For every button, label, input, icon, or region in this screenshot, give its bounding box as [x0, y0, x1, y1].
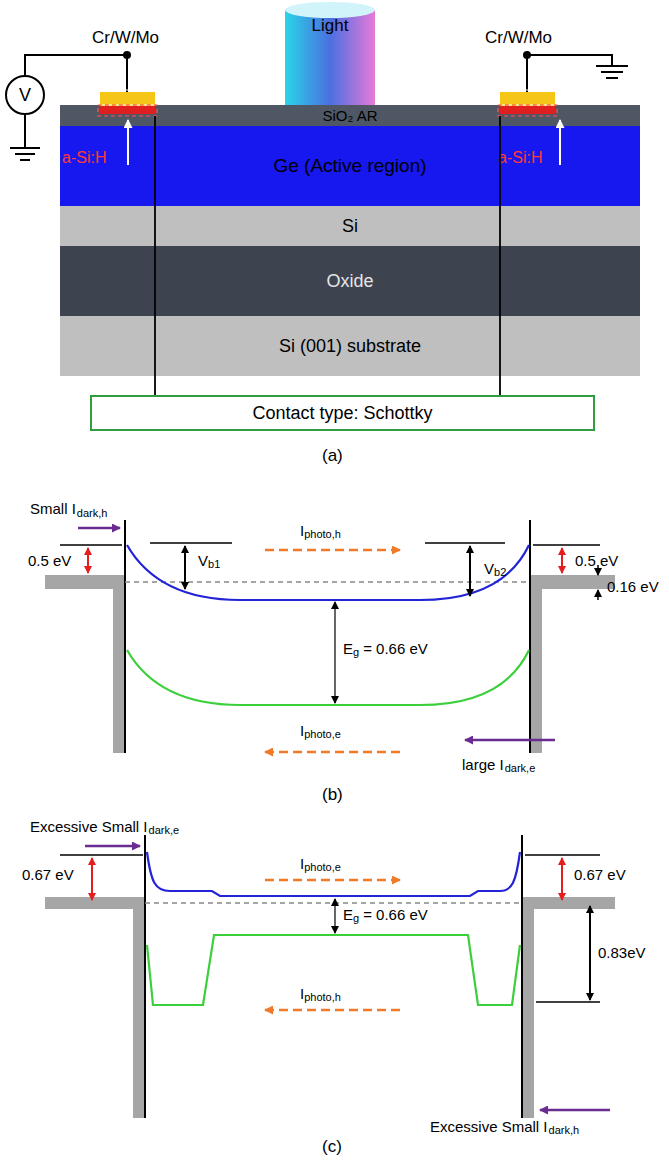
annotation-label: large I: [462, 756, 504, 774]
layer-band: SiO₂ AR: [60, 105, 640, 127]
subscript-text: photo,e: [304, 728, 341, 741]
subscript-text: dark,h: [77, 507, 108, 520]
node-text: Light: [312, 16, 349, 36]
subscript-text: photo,h: [304, 991, 341, 1004]
layer-band: Si (001) substrate: [60, 316, 640, 376]
subscript-text: dark,h: [549, 1124, 580, 1137]
annotation-label: I: [300, 522, 304, 540]
subscript-text: dark,e: [505, 762, 536, 775]
light-beam: [285, 2, 375, 112]
annotation-label: a-Si:H: [62, 148, 106, 167]
subscript-text: g: [353, 646, 359, 659]
annotation-label: (b): [322, 785, 343, 805]
contact-type-box: Contact type: Schottky: [90, 395, 595, 431]
wire-node: [123, 51, 131, 59]
voltage-source: V: [5, 75, 45, 115]
annotation-label: I: [300, 722, 304, 740]
annotation-label: V: [198, 552, 208, 570]
band-diagram-c: [45, 835, 615, 1118]
annotation-label: 0.5 eV: [575, 552, 618, 570]
annotation-label: 0.67 eV: [574, 866, 626, 884]
node-text: Si (001) substrate: [279, 336, 421, 357]
subscript-text: photo,e: [304, 861, 341, 874]
annotation-label: Cr/W/Mo: [485, 28, 552, 48]
annotation-label: 0.67 eV: [22, 866, 74, 884]
annotation-label: 0.5 eV: [28, 552, 71, 570]
annotation-label: Small I: [30, 500, 76, 518]
annotation-label: (c): [322, 1137, 342, 1157]
annotation-label: 0.16 eV: [607, 578, 659, 596]
light-beam-label: Light: [285, 14, 375, 38]
annotation-label: = 0.66 eV: [363, 640, 428, 658]
annotation-label: (a): [322, 446, 343, 466]
annotation-label: V: [484, 560, 494, 578]
annotation-label: 0.83eV: [598, 944, 646, 962]
annotation-label: Cr/W/Mo: [92, 28, 159, 48]
node-text: Ge (Active region): [273, 155, 426, 177]
subscript-text: b1: [208, 558, 220, 571]
node-text: SiO₂ AR: [322, 107, 377, 124]
annotation-label: E: [343, 906, 353, 924]
wire-node: [523, 51, 531, 59]
annotation-label: E: [343, 640, 353, 658]
subscript-text: photo,h: [304, 528, 341, 541]
annotation-label: = 0.66 eV: [363, 906, 428, 924]
subscript-text: b2: [494, 566, 506, 579]
subscript-text: dark,e: [149, 824, 180, 837]
node-text: Oxide: [326, 271, 373, 292]
layer-band: Oxide: [60, 246, 640, 316]
layer-band: Si: [60, 206, 640, 246]
band-diagram-b: [45, 520, 615, 753]
annotation-label: I: [300, 985, 304, 1003]
annotation-label: Excessive Small I: [30, 818, 148, 836]
annotation-label: Excessive Small I: [430, 1118, 548, 1136]
annotation-label: I: [300, 855, 304, 873]
pointer-arrow: [128, 120, 560, 165]
metal-contact: [98, 90, 557, 116]
subscript-text: g: [353, 912, 359, 925]
node-text: Contact type: Schottky: [252, 403, 432, 424]
node-text: V: [19, 85, 31, 106]
leader-line: [155, 116, 500, 395]
layer-band: Ge (Active region): [60, 126, 640, 206]
node-text: Si: [342, 216, 358, 237]
annotation-label: a-Si:H: [498, 148, 542, 167]
